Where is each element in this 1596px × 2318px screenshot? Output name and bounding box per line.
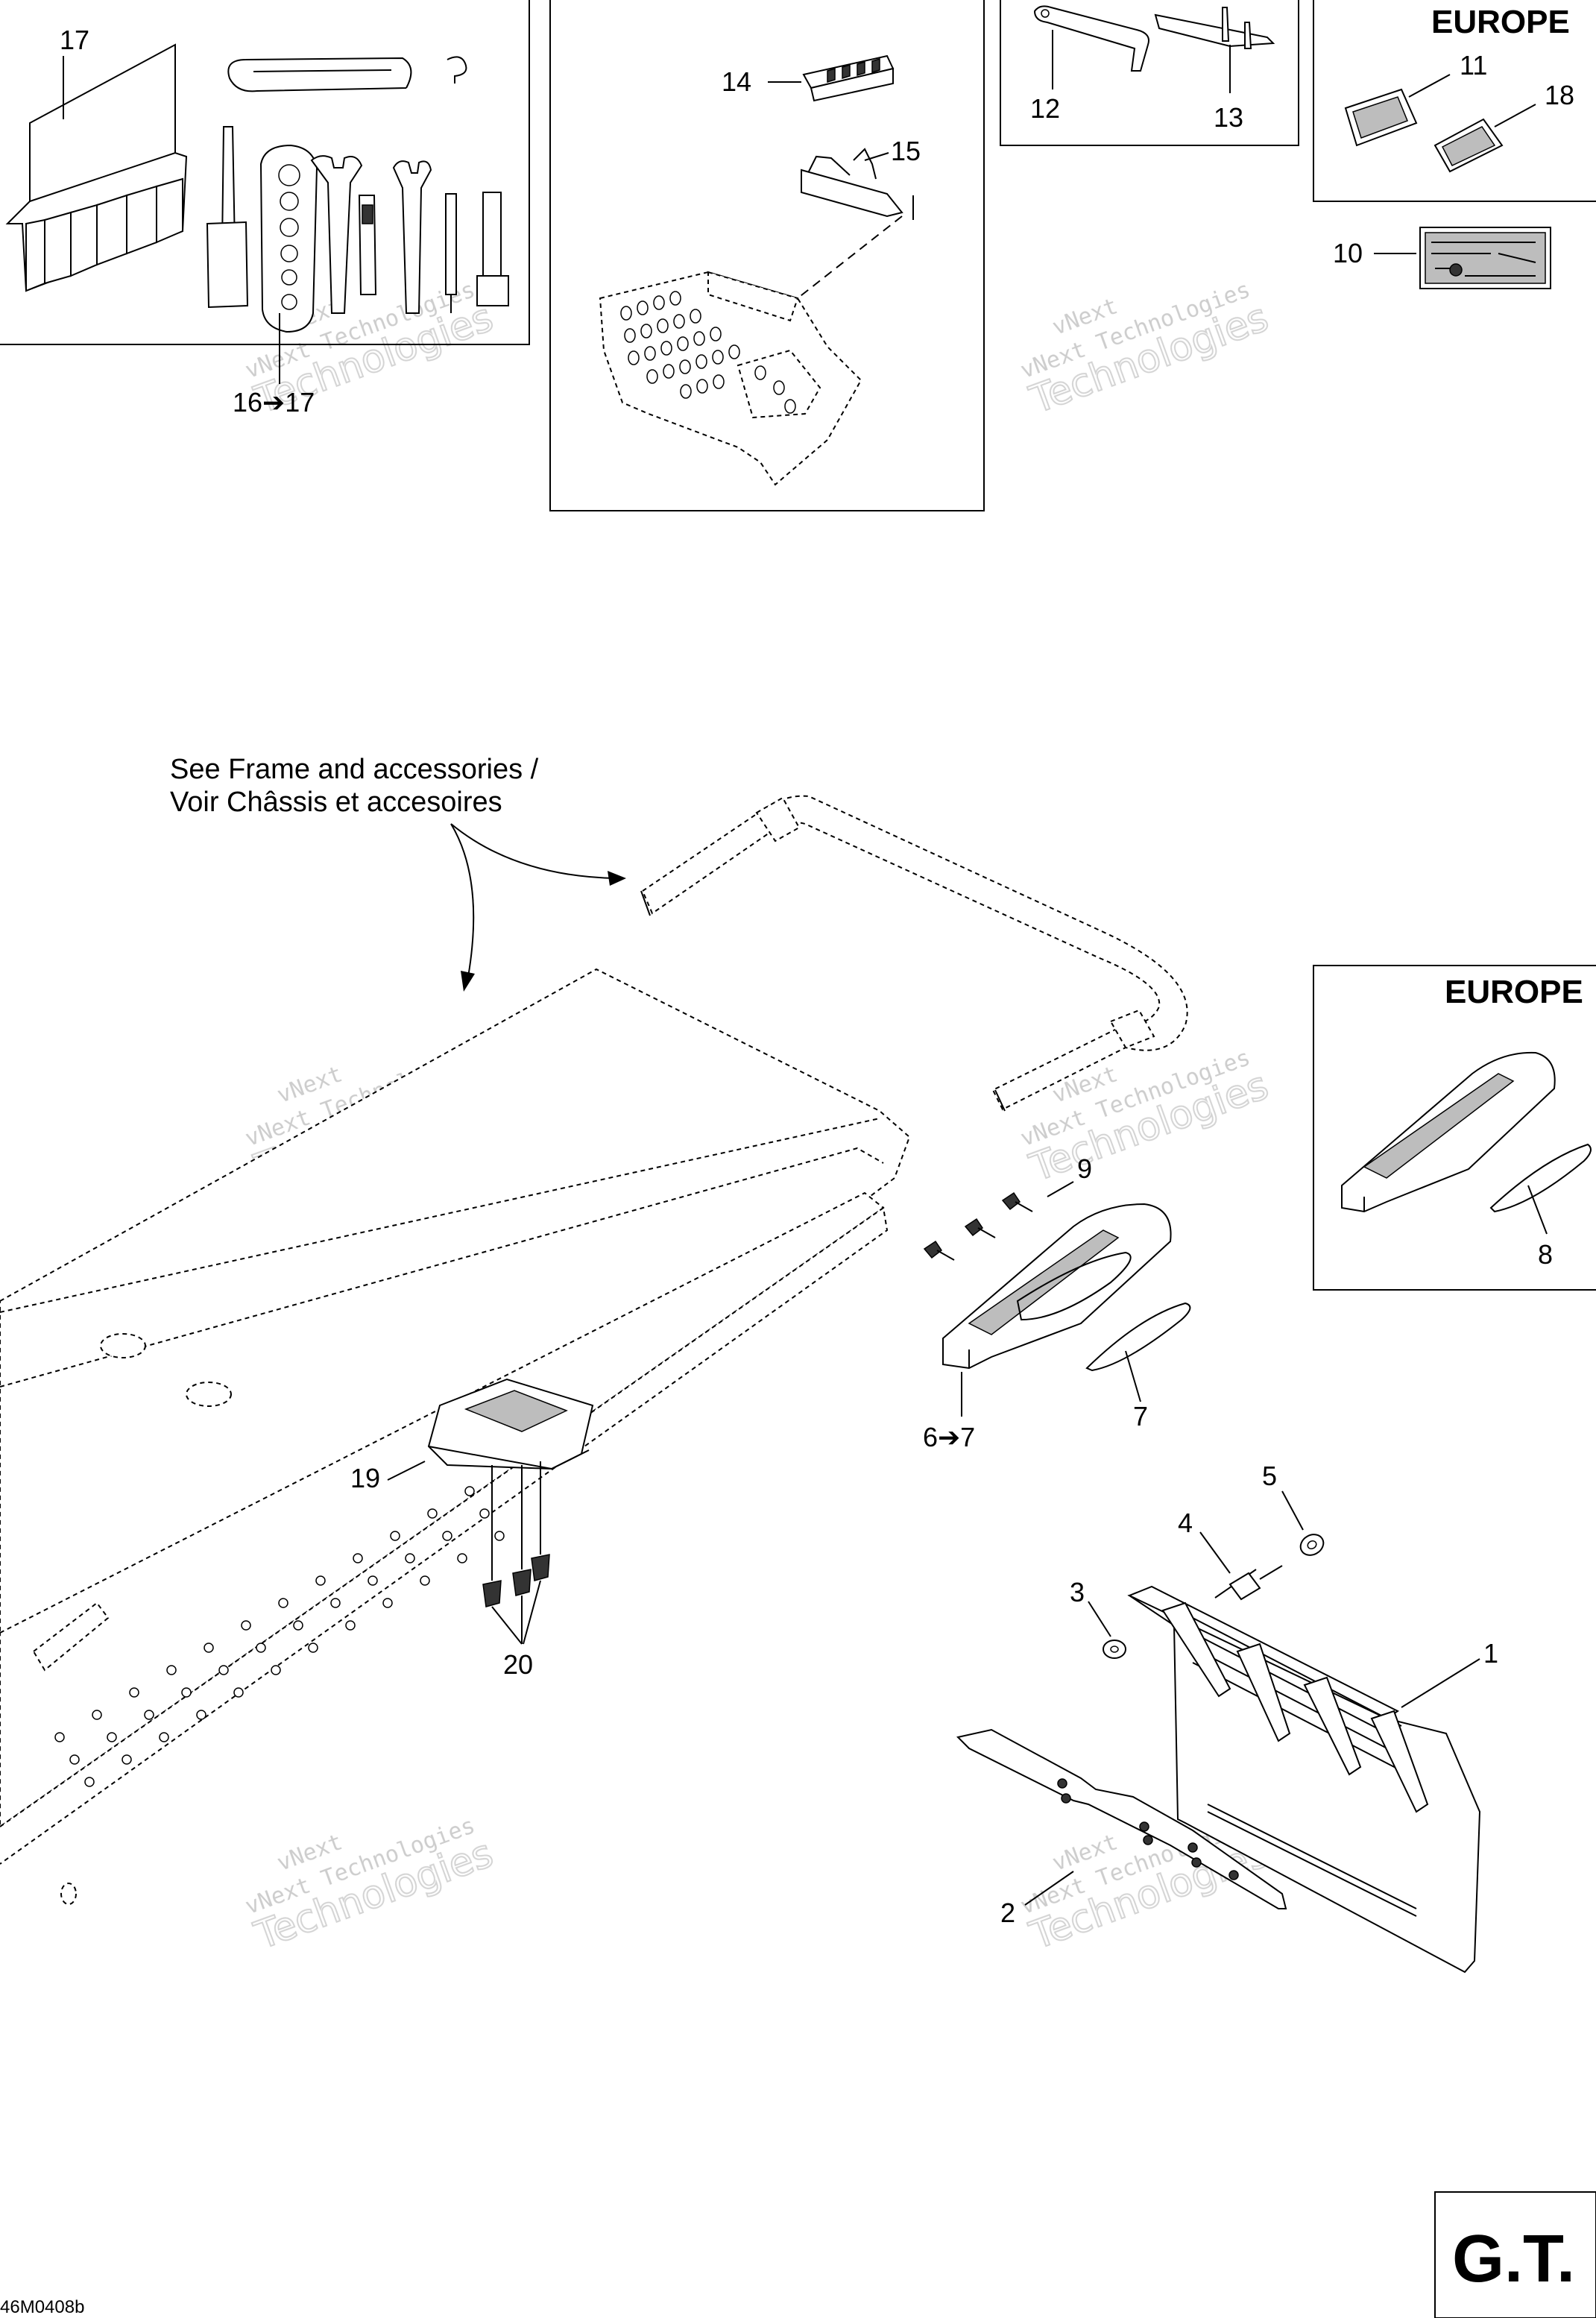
arrowhead xyxy=(608,871,626,886)
callout-2: 2 xyxy=(1000,1897,1015,1928)
tool-kit-icon xyxy=(5,43,509,333)
callout-6-7: 6➔7 xyxy=(923,1422,975,1452)
handle-icon xyxy=(640,795,1188,1112)
ski-tip-panel: 14 15 xyxy=(549,0,985,511)
decal-18 xyxy=(1433,118,1504,173)
dashed-guide xyxy=(797,215,903,299)
leader-2 xyxy=(1024,1871,1074,1906)
callout-12: 12 xyxy=(1030,93,1060,124)
tunnel xyxy=(0,968,911,1905)
callout-17: 17 xyxy=(60,25,89,55)
callout-18: 18 xyxy=(1545,80,1574,110)
watermark-2: vNext vNext Technologies Technologies xyxy=(1017,277,1275,423)
leader-5 xyxy=(1281,1490,1304,1531)
panel-frame xyxy=(0,0,530,345)
screws-9 xyxy=(923,1191,1033,1261)
bracket-13 xyxy=(1154,7,1275,49)
model-badge: G.T. xyxy=(1434,2191,1596,2318)
callout-20: 20 xyxy=(503,1649,533,1680)
watermark-5: vNext vNext Technologies Technologies xyxy=(242,1812,499,1959)
rivet-4 xyxy=(1214,1565,1283,1601)
leader-3 xyxy=(1088,1601,1111,1637)
reference-note: See Frame and accessories / Voir Châssis… xyxy=(170,754,626,992)
callout-13: 13 xyxy=(1214,102,1243,133)
callout-19: 19 xyxy=(350,1463,380,1493)
leader-19 xyxy=(387,1461,426,1481)
callout-14: 14 xyxy=(722,66,751,97)
washer-3 xyxy=(1103,1640,1126,1659)
panel-frame xyxy=(549,0,985,511)
panel-frame xyxy=(1313,0,1596,202)
note-line-1: See Frame and accessories / xyxy=(170,754,539,785)
callout-10: 10 xyxy=(1333,238,1363,268)
callout-9: 9 xyxy=(1077,1153,1092,1184)
ski-tip-icon xyxy=(599,271,862,486)
brackets-panel: 12 13 xyxy=(1000,0,1299,146)
ring-5 xyxy=(1299,1534,1325,1556)
pad-19 xyxy=(427,1378,594,1470)
callout-1: 1 xyxy=(1483,1638,1498,1669)
leader-1 xyxy=(1401,1658,1480,1708)
running-board-holes xyxy=(54,1486,505,1787)
insert-7 xyxy=(1085,1302,1191,1372)
panel-frame xyxy=(1313,965,1596,1291)
bracket-12 xyxy=(1033,5,1149,72)
leader-7 xyxy=(1125,1350,1141,1402)
drawing-code: 46M0408b xyxy=(0,2297,84,2317)
side-panel-6 xyxy=(942,1203,1172,1370)
screws-20 xyxy=(482,1461,550,1645)
arrow-to-handle xyxy=(450,823,616,879)
model-badge-text: G.T. xyxy=(1452,2222,1575,2296)
europe-side-panel: EUROPE xyxy=(1313,965,1596,1291)
tool-kit-panel: 17 16➔17 xyxy=(0,0,530,418)
callout-7: 7 xyxy=(1133,1401,1148,1432)
label-plate-10 xyxy=(1419,227,1551,289)
callout-11: 11 xyxy=(1460,50,1487,81)
leader-9 xyxy=(1047,1181,1074,1197)
callout-8: 8 xyxy=(1538,1239,1553,1270)
arrow-to-tunnel xyxy=(450,823,475,977)
callout-4: 4 xyxy=(1178,1508,1193,1538)
note-line-2: Voir Châssis et accesoires xyxy=(170,787,502,818)
callout-15: 15 xyxy=(891,136,921,166)
callout-3: 3 xyxy=(1070,1577,1085,1607)
europe-decals-panel: EUROPE 11 18 xyxy=(1313,0,1596,202)
leader-11 xyxy=(1408,74,1451,98)
snowflap-icon xyxy=(956,1585,1481,1974)
clip-14 xyxy=(802,54,895,102)
bracket-15 xyxy=(801,148,914,220)
leader-15 xyxy=(864,152,889,161)
arrowhead xyxy=(461,971,475,992)
europe-label-top: EUROPE xyxy=(1431,4,1570,40)
callout-16-17: 16➔17 xyxy=(233,387,315,418)
panel-frame xyxy=(1000,0,1299,146)
leader-18 xyxy=(1494,104,1536,127)
europe-label-mid: EUROPE xyxy=(1445,974,1583,1010)
decal-11 xyxy=(1344,88,1418,147)
callout-5: 5 xyxy=(1262,1461,1277,1491)
leader-4 xyxy=(1199,1531,1231,1574)
